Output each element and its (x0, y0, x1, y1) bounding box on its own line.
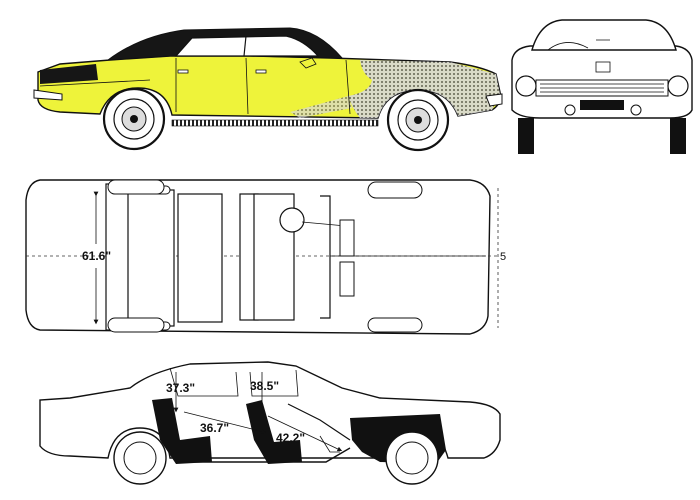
top-view-edge-label: 5 (500, 251, 506, 263)
door-handle-rear (177, 69, 189, 74)
pedals (319, 435, 340, 453)
door-halftone-streak (290, 96, 352, 118)
rear-bumper (33, 89, 63, 101)
side-windows (174, 35, 320, 57)
rear-wheel (102, 87, 166, 151)
front-fender-bottom (367, 317, 423, 333)
headlight-left (515, 75, 537, 97)
front-seat-cushion (177, 193, 223, 323)
front-tire-left (518, 118, 534, 154)
door-handle-front (255, 69, 267, 74)
interior-side-view: 37.3" 38.5" 36.7" 42.2" (39, 361, 501, 485)
interior-rear-wheel (113, 431, 167, 485)
rear-fender-bottom (107, 317, 165, 333)
interior-front-wheel (385, 431, 439, 485)
window-frame (169, 367, 299, 397)
wiper-arc (547, 39, 610, 51)
tail-stripe (40, 64, 98, 84)
steering-column (301, 221, 347, 227)
front-bumper-face (580, 100, 624, 110)
dashboard (320, 195, 331, 319)
rear-width-label: 61.6" (82, 249, 111, 263)
steering-wheel (279, 207, 305, 233)
rear-legroom-line (267, 415, 343, 452)
steering-column-side (287, 403, 351, 441)
front-seat-silhouette (246, 400, 302, 464)
side-mirror (299, 57, 317, 69)
rear-legroom-label: 42.2" (276, 431, 305, 445)
cowl-panel-top (339, 219, 355, 257)
front-legroom-label: 36.7" (200, 421, 229, 435)
cowl-panel-bottom (339, 261, 355, 297)
door-seam (175, 57, 351, 115)
front-fender-top (367, 181, 423, 199)
rear-headroom-label: 38.5" (250, 379, 279, 393)
grille-bars (540, 83, 664, 93)
fog-light-right (630, 104, 642, 116)
rear-seat-silhouette (152, 398, 212, 464)
floor-line (176, 447, 351, 463)
front-legroom-line (183, 411, 267, 434)
headlight-right (667, 75, 689, 97)
front-tire-right (670, 118, 686, 154)
front-emblem (595, 61, 611, 73)
b-pillar (243, 35, 247, 57)
front-bumper (485, 93, 503, 107)
fog-light-left (564, 104, 576, 116)
rocker-trim (171, 119, 379, 127)
top-view-plan: 61.6" 5 (25, 179, 506, 335)
front-view (511, 19, 693, 154)
side-view-yellow-coupe (33, 27, 503, 152)
rear-fender-top (107, 179, 165, 195)
stripe-line (39, 79, 151, 87)
front-headroom-label: 37.3" (166, 381, 195, 395)
front-windshield (531, 19, 677, 51)
front-wheel (386, 88, 450, 152)
front-quarter-halftone (348, 60, 500, 118)
